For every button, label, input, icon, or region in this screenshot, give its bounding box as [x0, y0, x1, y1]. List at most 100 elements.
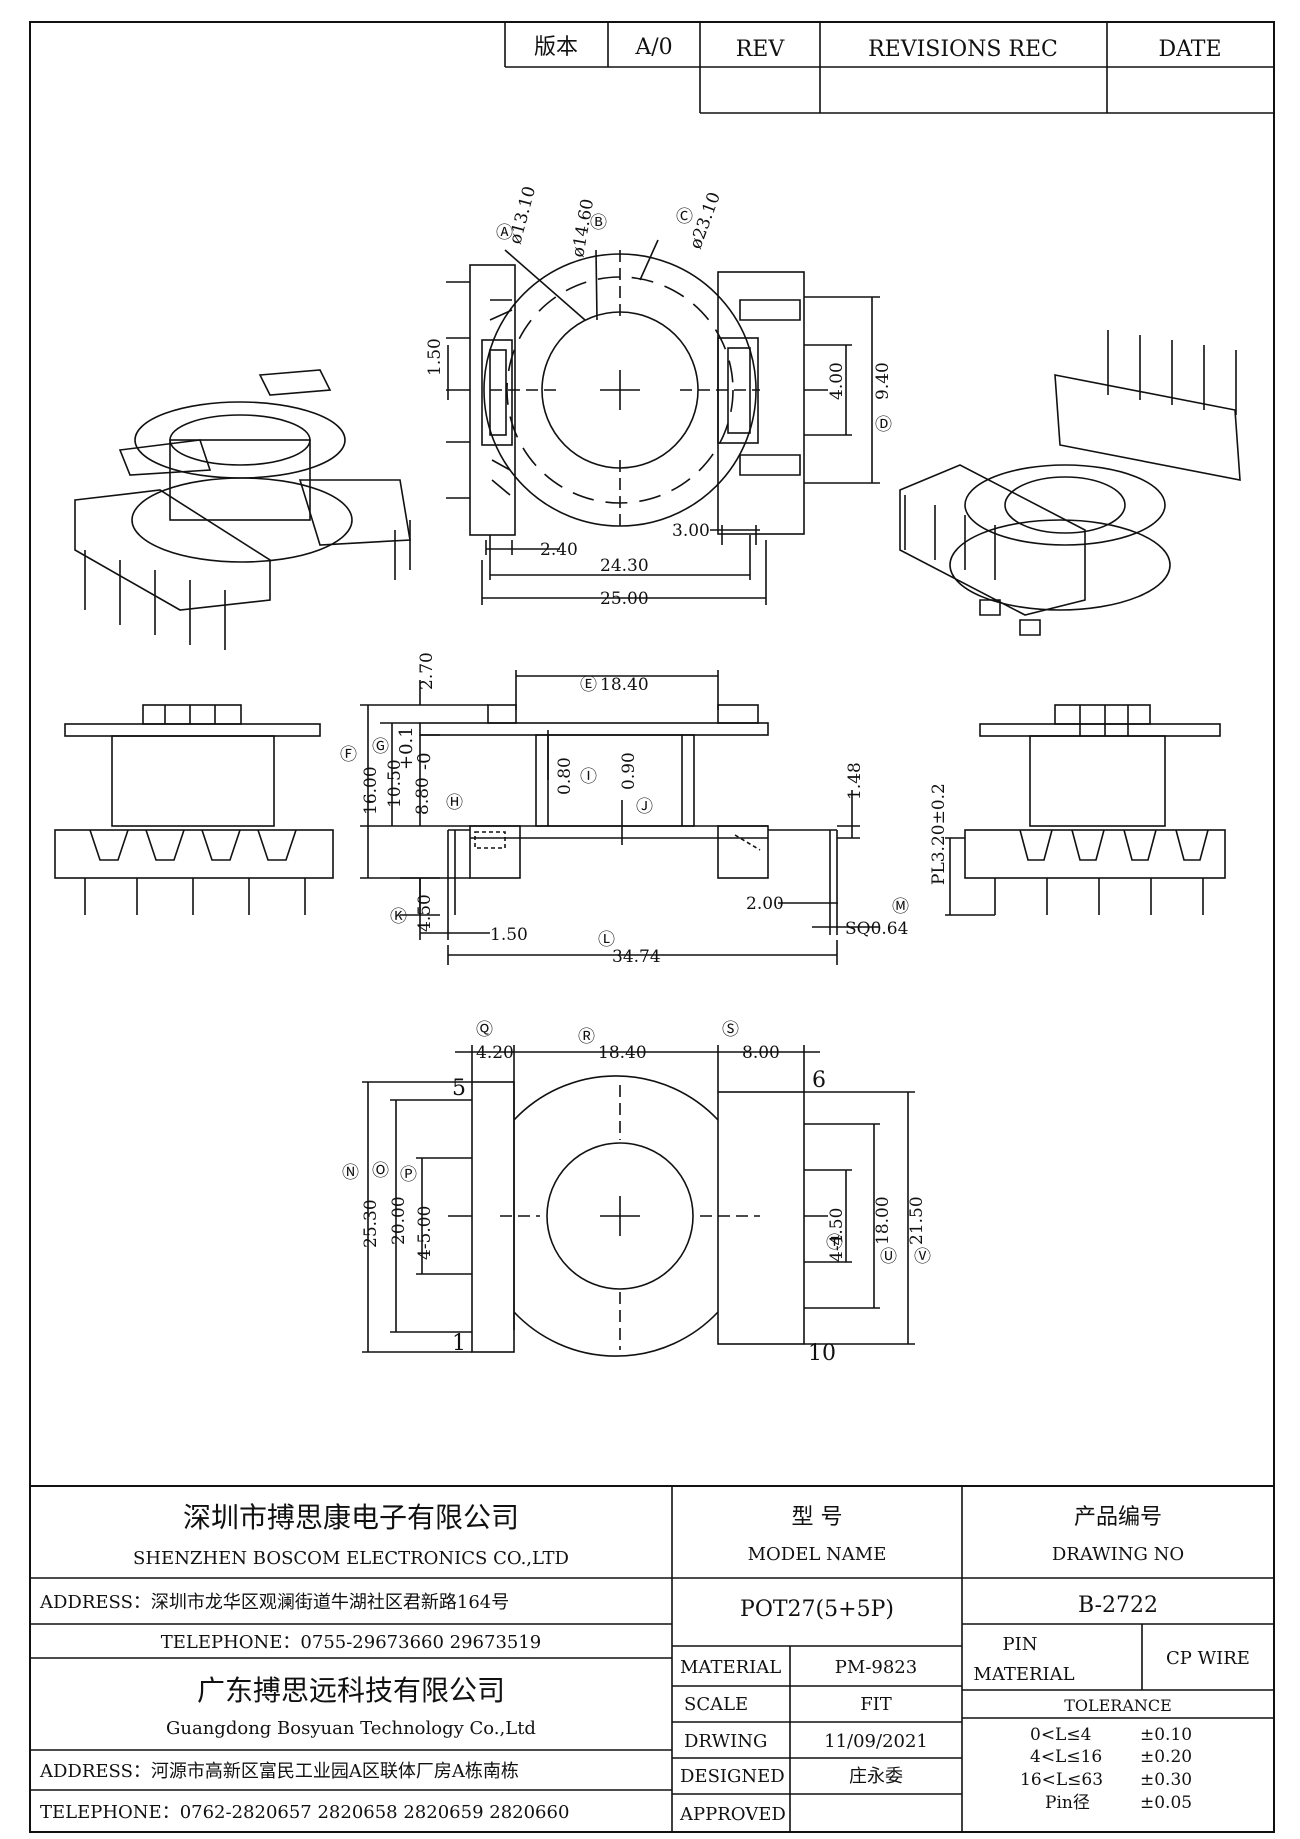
- dim-j: 0.90: [619, 752, 639, 790]
- model-label-cn: 型 号: [792, 1505, 843, 1530]
- pin-material-label-1: PIN: [1003, 1634, 1038, 1655]
- ref-o: Ⓞ: [372, 1161, 389, 1181]
- ref-r: Ⓡ: [578, 1027, 595, 1047]
- ref-d: Ⓓ: [875, 415, 892, 435]
- ref-a: Ⓐ: [496, 223, 513, 243]
- revisions-label: REVISIONS REC: [868, 37, 1058, 62]
- ref-c: Ⓒ: [676, 207, 693, 227]
- sheet-border: [29, 21, 1275, 1833]
- dim-r: 18.40: [598, 1043, 647, 1063]
- material-label: MATERIAL: [680, 1657, 781, 1678]
- company2-name-en: Guangdong Bosyuan Technology Co.,Ltd: [166, 1718, 536, 1739]
- drawing-label-en: DRAWING NO: [1052, 1544, 1184, 1565]
- scale-value: FIT: [860, 1694, 892, 1715]
- dim-t: 4-4.50: [827, 1208, 847, 1262]
- ref-v: Ⓥ: [914, 1247, 931, 1267]
- dim-v: 21.50: [907, 1196, 927, 1245]
- ref-l: Ⓛ: [598, 930, 615, 950]
- approved-label: APPROVED: [679, 1804, 786, 1825]
- company2-address: ADDRESS：河源市高新区富民工业园A区联体厂房A栋南栋: [39, 1761, 519, 1782]
- pin-material-label-2: MATERIAL: [973, 1664, 1074, 1685]
- version-label: 版本: [534, 35, 578, 60]
- dim-o: 20.00: [389, 1196, 409, 1245]
- ref-h: Ⓗ: [446, 793, 463, 813]
- ref-k: Ⓚ: [390, 907, 407, 927]
- title-block: 深圳市搏思康电子有限公司 SHENZHEN BOSCOM ELECTRONICS…: [30, 1485, 1274, 1832]
- designed-label: DESIGNED: [680, 1766, 785, 1787]
- dim-2-00: 2.00: [746, 894, 784, 914]
- side-view-left: [54, 704, 334, 915]
- pin-1: 1: [452, 1331, 466, 1356]
- dim-n: 25.30: [361, 1199, 381, 1248]
- ref-i: Ⓘ: [580, 767, 597, 787]
- tol2-val: ±0.20: [1140, 1747, 1192, 1767]
- ref-e: Ⓔ: [580, 675, 597, 695]
- ref-g: Ⓖ: [372, 737, 389, 757]
- dim-e: 18.40: [600, 675, 649, 695]
- drawing-date: 11/09/2021: [824, 1731, 928, 1752]
- ref-s: Ⓢ: [722, 1020, 739, 1040]
- tol3-val: ±0.30: [1140, 1770, 1192, 1790]
- dim-1-48: 1.48: [845, 762, 865, 800]
- tol2-range: 4<L≤16: [1030, 1747, 1102, 1767]
- dim-9-40: 9.40: [873, 362, 893, 400]
- pin-6: 6: [812, 1068, 826, 1093]
- dim-k: 4.50: [415, 894, 435, 932]
- pin-material-value: CP WIRE: [1166, 1648, 1250, 1669]
- ref-f: Ⓕ: [340, 745, 357, 765]
- ref-b: Ⓑ: [590, 213, 607, 233]
- dim-pl: PL3.20±0.2: [929, 783, 949, 885]
- designed-value: 庄永委: [849, 1766, 903, 1787]
- tol1-range: 0<L≤4: [1030, 1725, 1091, 1745]
- drawing-value: B-2722: [1078, 1593, 1158, 1618]
- pin-5: 5: [452, 1076, 466, 1101]
- dim-p: 4-5.00: [415, 1206, 435, 1260]
- dim-2-40: 2.40: [540, 540, 578, 560]
- dim-1-50-side: 1.50: [490, 925, 528, 945]
- dim-g: 10.50: [385, 759, 405, 808]
- ref-j: Ⓙ: [636, 797, 653, 817]
- dim-25-00: 25.00: [600, 589, 649, 609]
- top-view: 2.40 24.30 25.00 3.00 1.50 4.00 9.40 Ⓓ Ⓐ…: [425, 184, 893, 609]
- company1-name-en: SHENZHEN BOSCOM ELECTRONICS CO.,LTD: [133, 1548, 569, 1569]
- revision-table: 版本 A/0 REV REVISIONS REC DATE: [504, 22, 1274, 114]
- iso-view-left: [74, 369, 411, 650]
- tol4-range: Pin径: [1045, 1793, 1090, 1813]
- ref-u: Ⓤ: [880, 1247, 897, 1267]
- company1-name-cn: 深圳市搏思康电子有限公司: [183, 1501, 519, 1534]
- model-value: POT27(5+5P): [740, 1597, 894, 1622]
- dim-1-50: 1.50: [425, 338, 445, 376]
- tol4-val: ±0.05: [1140, 1793, 1192, 1813]
- tol1-val: ±0.10: [1140, 1725, 1192, 1745]
- side-view-center: Ⓔ 18.40 2.70 16.00 Ⓕ 10.50 Ⓖ 8.80 +0.1 -…: [340, 652, 909, 967]
- drawing-label-cn: 产品编号: [1074, 1505, 1162, 1530]
- top-left-block: [469, 264, 516, 536]
- dim-h-tol-plus: +0.1: [396, 726, 417, 770]
- pin-10: 10: [808, 1341, 836, 1366]
- company2-name-cn: 广东搏思远科技有限公司: [197, 1674, 505, 1707]
- dim-24-30: 24.30: [600, 556, 649, 576]
- tolerance-label: TOLERANCE: [1064, 1696, 1172, 1715]
- dim-a: ø13.10: [506, 184, 541, 246]
- bottom-view: 5 6 1 10 Ⓠ 4.20 Ⓡ 18.40 Ⓢ 8.00 25.30 Ⓝ 2…: [342, 1020, 931, 1366]
- dim-h: 8.80: [413, 777, 433, 815]
- model-label-en: MODEL NAME: [748, 1544, 887, 1565]
- dim-top-2-70: 2.70: [417, 652, 437, 690]
- dim-4-00: 4.00: [827, 362, 847, 400]
- company1-telephone: TELEPHONE：0755-29673660 29673519: [161, 1632, 542, 1653]
- dim-i: 0.80: [555, 757, 575, 795]
- ref-p: Ⓟ: [400, 1165, 417, 1185]
- scale-label: SCALE: [684, 1694, 748, 1715]
- ref-n: Ⓝ: [342, 1163, 359, 1183]
- dim-m: SQ0.64: [845, 919, 908, 939]
- iso-view-right: [899, 330, 1241, 636]
- material-value: PM-9823: [835, 1657, 917, 1678]
- side-view-right: PL3.20±0.2: [929, 704, 1226, 916]
- ref-q: Ⓠ: [476, 1020, 493, 1040]
- ref-m: Ⓜ: [892, 897, 909, 917]
- tol3-range: 16<L≤63: [1020, 1770, 1103, 1790]
- dim-h-tol-minus: -0: [414, 752, 435, 770]
- dim-f: 16.00: [361, 766, 381, 815]
- dim-3-00: 3.00: [672, 521, 710, 541]
